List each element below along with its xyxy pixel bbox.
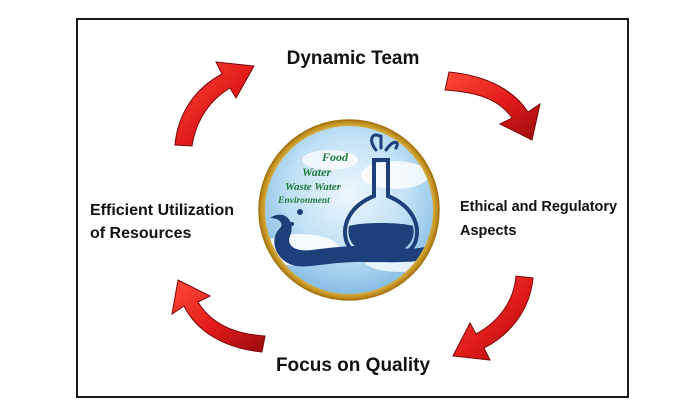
- logo-text-food: Food: [321, 150, 349, 164]
- label-ethical-line1: Ethical and Regulatory: [460, 199, 617, 215]
- curved-arrow-icon: [174, 61, 255, 147]
- label-efficient-line2: of Resources: [90, 225, 191, 242]
- flask-icon: [343, 133, 419, 261]
- label-ethical-line2: Aspects: [460, 223, 516, 239]
- arrow-bottom-left: [171, 279, 266, 353]
- arrow-bottom-right: [452, 275, 534, 361]
- water-splash-icon: [270, 214, 433, 267]
- label-dynamic-team: Dynamic Team: [287, 48, 420, 69]
- curved-arrow-icon: [444, 71, 541, 141]
- logo-text-environment: Environment: [277, 196, 330, 206]
- center-logo: Food Water Waste Water Environment: [258, 119, 440, 301]
- logo-text-water: Water: [302, 165, 331, 179]
- curved-arrow-icon: [452, 275, 534, 361]
- curved-arrow-icon: [171, 279, 266, 353]
- arrow-top-left: [174, 61, 255, 147]
- logo-text-waste-water: Waste Water: [285, 181, 342, 193]
- arrow-top-right: [444, 71, 541, 141]
- label-focus-quality: Focus on Quality: [276, 355, 431, 376]
- label-efficient-line1: Efficient Utilization: [90, 202, 234, 219]
